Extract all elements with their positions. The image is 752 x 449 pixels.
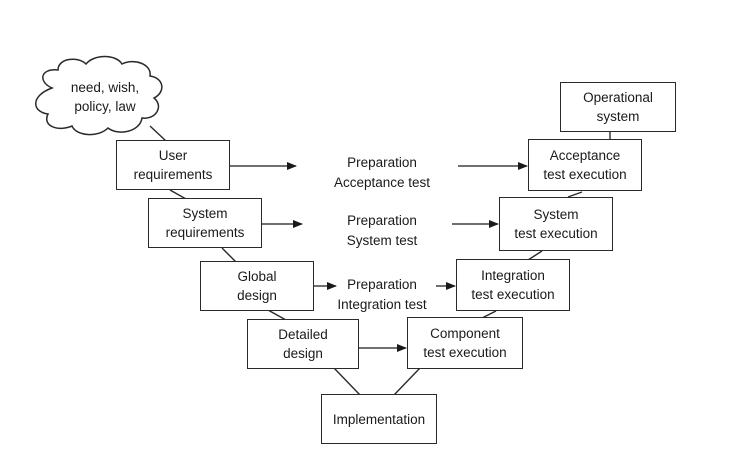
implementation-box: Implementation [321, 394, 437, 444]
connector-implementation-component [393, 367, 421, 396]
connector-detailed-implementation [333, 367, 361, 396]
connector-cloud-user [149, 125, 167, 142]
detailed-design-box: Detailed design [247, 319, 359, 369]
connector-global-detailed [267, 309, 287, 321]
cloud-label: need, wish, policy, law [70, 80, 140, 114]
connector-integration-system [527, 250, 543, 261]
component-execution-box: Component test execution [407, 317, 523, 369]
connector-component-integration [481, 310, 497, 319]
integration-execution-box: Integration test execution [456, 259, 570, 311]
user-requirements-box: User requirements [116, 140, 230, 190]
prep-system-label: Preparation System test [346, 213, 418, 248]
cloud-shape [35, 55, 163, 136]
system-execution-box: System test execution [499, 197, 613, 251]
prep-acceptance-label: Preparation Acceptance test [333, 155, 431, 190]
global-design-box: Global design [200, 261, 314, 311]
operational-system-box: Operational system [560, 82, 676, 132]
connector-system-global [221, 247, 237, 263]
connector-system-acceptance [567, 191, 583, 198]
prep-integration-label: Preparation Integration test [337, 277, 427, 312]
acceptance-execution-box: Acceptance test execution [528, 139, 642, 191]
system-requirements-box: System requirements [148, 198, 262, 248]
connector-user-system [169, 189, 187, 200]
